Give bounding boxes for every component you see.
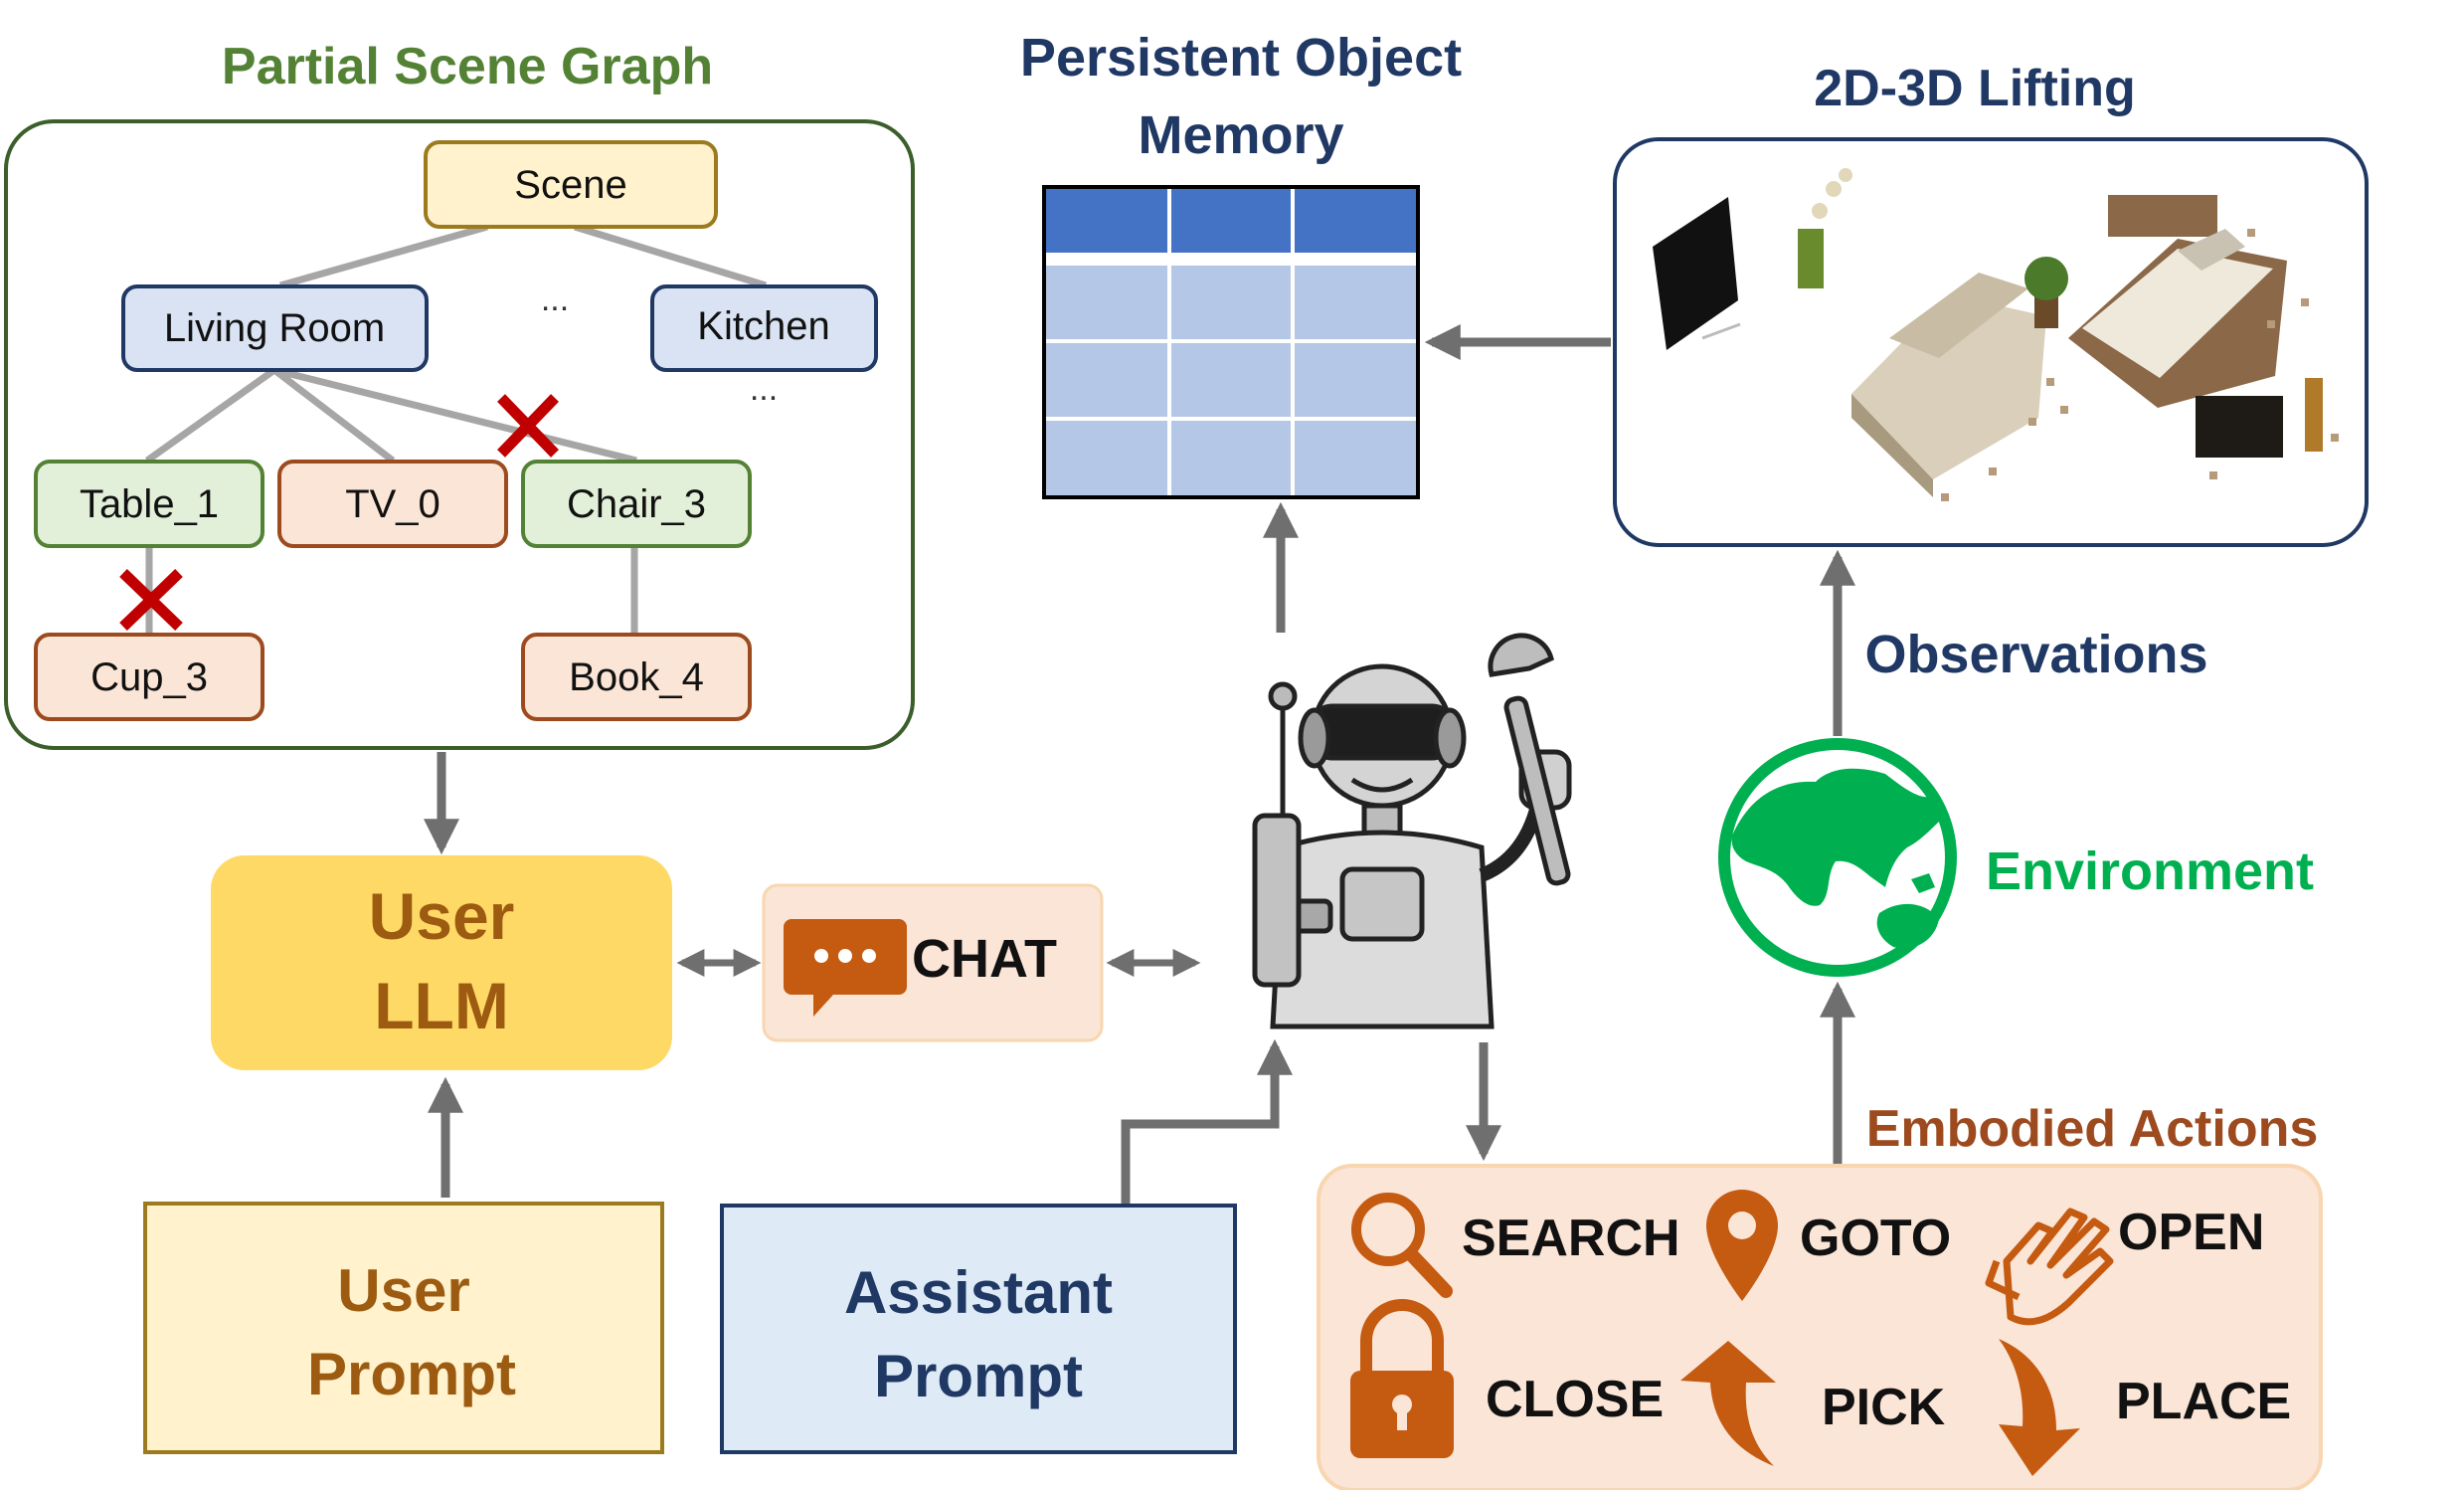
chat-bubble-icon (784, 919, 907, 1017)
assistant-prompt-line1: Assistant (844, 1259, 1113, 1326)
node-kitchen: Kitchen (650, 284, 878, 372)
cross-icon-cup-edge (119, 569, 183, 631)
memory-title-line2: Memory (1138, 105, 1343, 165)
ellipsis-rooms: ... (541, 280, 569, 318)
action-place: PLACE (2116, 1373, 2291, 1430)
node-cup: Cup_3 (34, 633, 264, 721)
node-cup-label: Cup_3 (90, 655, 208, 699)
node-tv: TV_0 (277, 460, 508, 548)
node-book-label: Book_4 (569, 655, 704, 699)
node-table: Table_1 (34, 460, 264, 548)
node-chair-label: Chair_3 (567, 482, 706, 526)
user-llm-box (211, 855, 672, 1070)
chat-label: CHAT (912, 929, 1057, 989)
assistant-prompt-box (720, 1204, 1237, 1454)
point-cloud-illustration (1653, 168, 2339, 501)
node-table-label: Table_1 (80, 482, 219, 526)
node-tv-label: TV_0 (345, 482, 440, 526)
user-prompt-line1: User (337, 1257, 469, 1324)
globe-icon (1718, 738, 1957, 977)
node-book: Book_4 (521, 633, 752, 721)
padlock-icon (1350, 1299, 1454, 1458)
environment-label: Environment (1986, 841, 2314, 901)
action-pick: PICK (1822, 1379, 1946, 1436)
action-search: SEARCH (1462, 1210, 1680, 1267)
scene-graph-edges (144, 223, 768, 633)
node-living-room: Living Room (121, 284, 429, 372)
actions-title: Embodied Actions (1866, 1100, 2319, 1158)
lifting-title: 2D-3D Lifting (1814, 60, 2136, 117)
scene-graph-title: Partial Scene Graph (222, 38, 713, 95)
magnifier-icon (1351, 1193, 1453, 1298)
location-pin-icon (1706, 1190, 1778, 1301)
action-close: CLOSE (1486, 1371, 1664, 1428)
node-scene: Scene (424, 140, 718, 229)
cross-icon-chair-edge (497, 394, 559, 458)
node-living-room-label: Living Room (164, 306, 385, 350)
user-llm-line2: LLM (374, 969, 509, 1042)
memory-title-line1: Persistent Object (1020, 28, 1462, 88)
memory-table (1042, 185, 1420, 499)
robot-agent-illustration (1252, 633, 1572, 1029)
hand-open-icon (1985, 1208, 2114, 1326)
action-open: OPEN (2118, 1204, 2264, 1261)
user-prompt-line2: Prompt (307, 1341, 516, 1407)
assistant-prompt-line2: Prompt (874, 1343, 1083, 1409)
node-scene-label: Scene (514, 163, 626, 207)
ellipsis-kitchen: ... (750, 370, 778, 408)
node-chair: Chair_3 (521, 460, 752, 548)
observations-label: Observations (1864, 625, 2207, 684)
curved-arrow-down-icon (1999, 1339, 2080, 1476)
user-prompt-box (143, 1202, 664, 1454)
action-goto: GOTO (1800, 1210, 1951, 1267)
curved-arrow-up-icon (1680, 1341, 1776, 1466)
scene-graph-panel (4, 119, 915, 750)
node-kitchen-label: Kitchen (697, 304, 829, 348)
arrow-assistant-to-robot (1121, 1038, 1293, 1204)
user-llm-line1: User (369, 879, 515, 953)
